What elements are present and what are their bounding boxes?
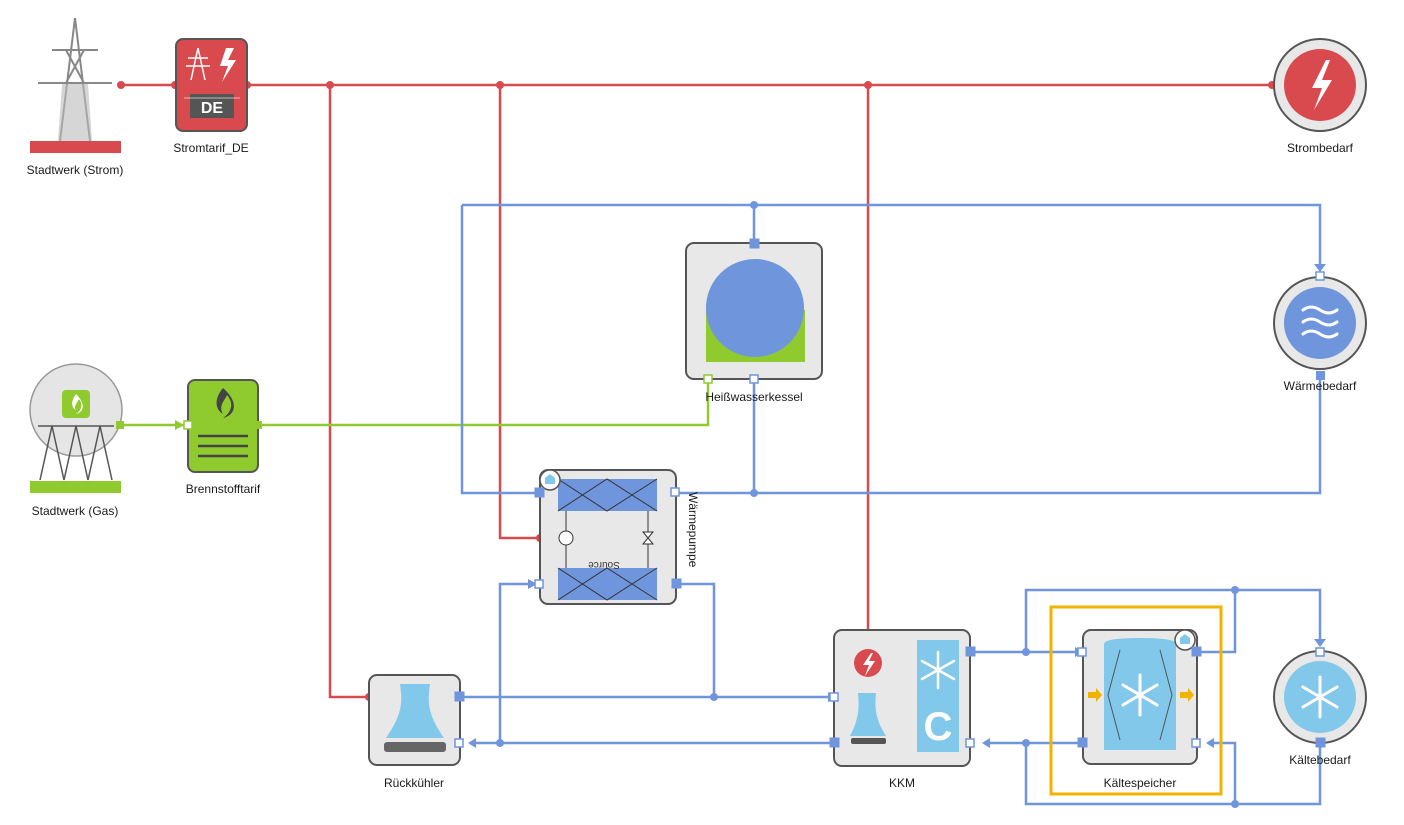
kaeltebedarf-label: Kältebedarf (1289, 753, 1351, 767)
kaeltespeicher-label: Kältespeicher (1103, 776, 1177, 790)
brennstofftarif-label: Brennstofftarif (185, 482, 261, 496)
stadtwerk-gas-label: Stadtwerk (Gas) (31, 504, 119, 518)
stromtarif-label: Stromtarif_DE (173, 141, 249, 155)
stromtarif-icon[interactable] (175, 38, 248, 132)
brennstofftarif-icon[interactable] (187, 379, 259, 473)
ports-filled (454, 238, 1326, 748)
gas-lines (120, 379, 710, 427)
waermepumpe-icon[interactable] (539, 469, 677, 605)
strombedarf-icon[interactable] (1273, 38, 1367, 132)
stadtwerk-gas-icon[interactable] (29, 363, 123, 493)
kkm-badge: C (924, 705, 953, 749)
ports-open (454, 271, 1325, 748)
water-junctions (496, 201, 1239, 808)
kaeltespeicher-icon[interactable] (1082, 629, 1198, 765)
rueckkuehler-label: Rückkühler (383, 776, 445, 790)
power-lines (120, 83, 1272, 699)
kkm-icon[interactable] (833, 629, 971, 767)
waermepumpe-label: Wärmepumpe (686, 492, 700, 568)
heisswasserkessel-label: Heißwasserkessel (705, 390, 803, 404)
selection-highlight (1049, 605, 1223, 796)
stadtwerk-strom-label: Stadtwerk (Strom) (26, 163, 124, 177)
rueckkuehler-icon[interactable] (368, 674, 461, 766)
heisswasserkessel-icon[interactable] (685, 242, 823, 380)
kkm-label: KKM (888, 776, 916, 790)
strombedarf-label: Strombedarf (1286, 141, 1354, 155)
stromtarif-badge: DE (201, 100, 224, 117)
gas-arrow (175, 420, 184, 430)
waermebedarf-icon[interactable] (1273, 276, 1367, 370)
waermebedarf-label: Wärmebedarf (1283, 379, 1357, 393)
gas-ports (116, 374, 713, 430)
waermepumpe-source-label: Source (588, 559, 620, 570)
stadtwerk-strom-icon[interactable] (30, 17, 121, 153)
waermebedarf-out-port (1316, 371, 1325, 380)
kaeltebedarf-icon[interactable] (1273, 650, 1367, 744)
